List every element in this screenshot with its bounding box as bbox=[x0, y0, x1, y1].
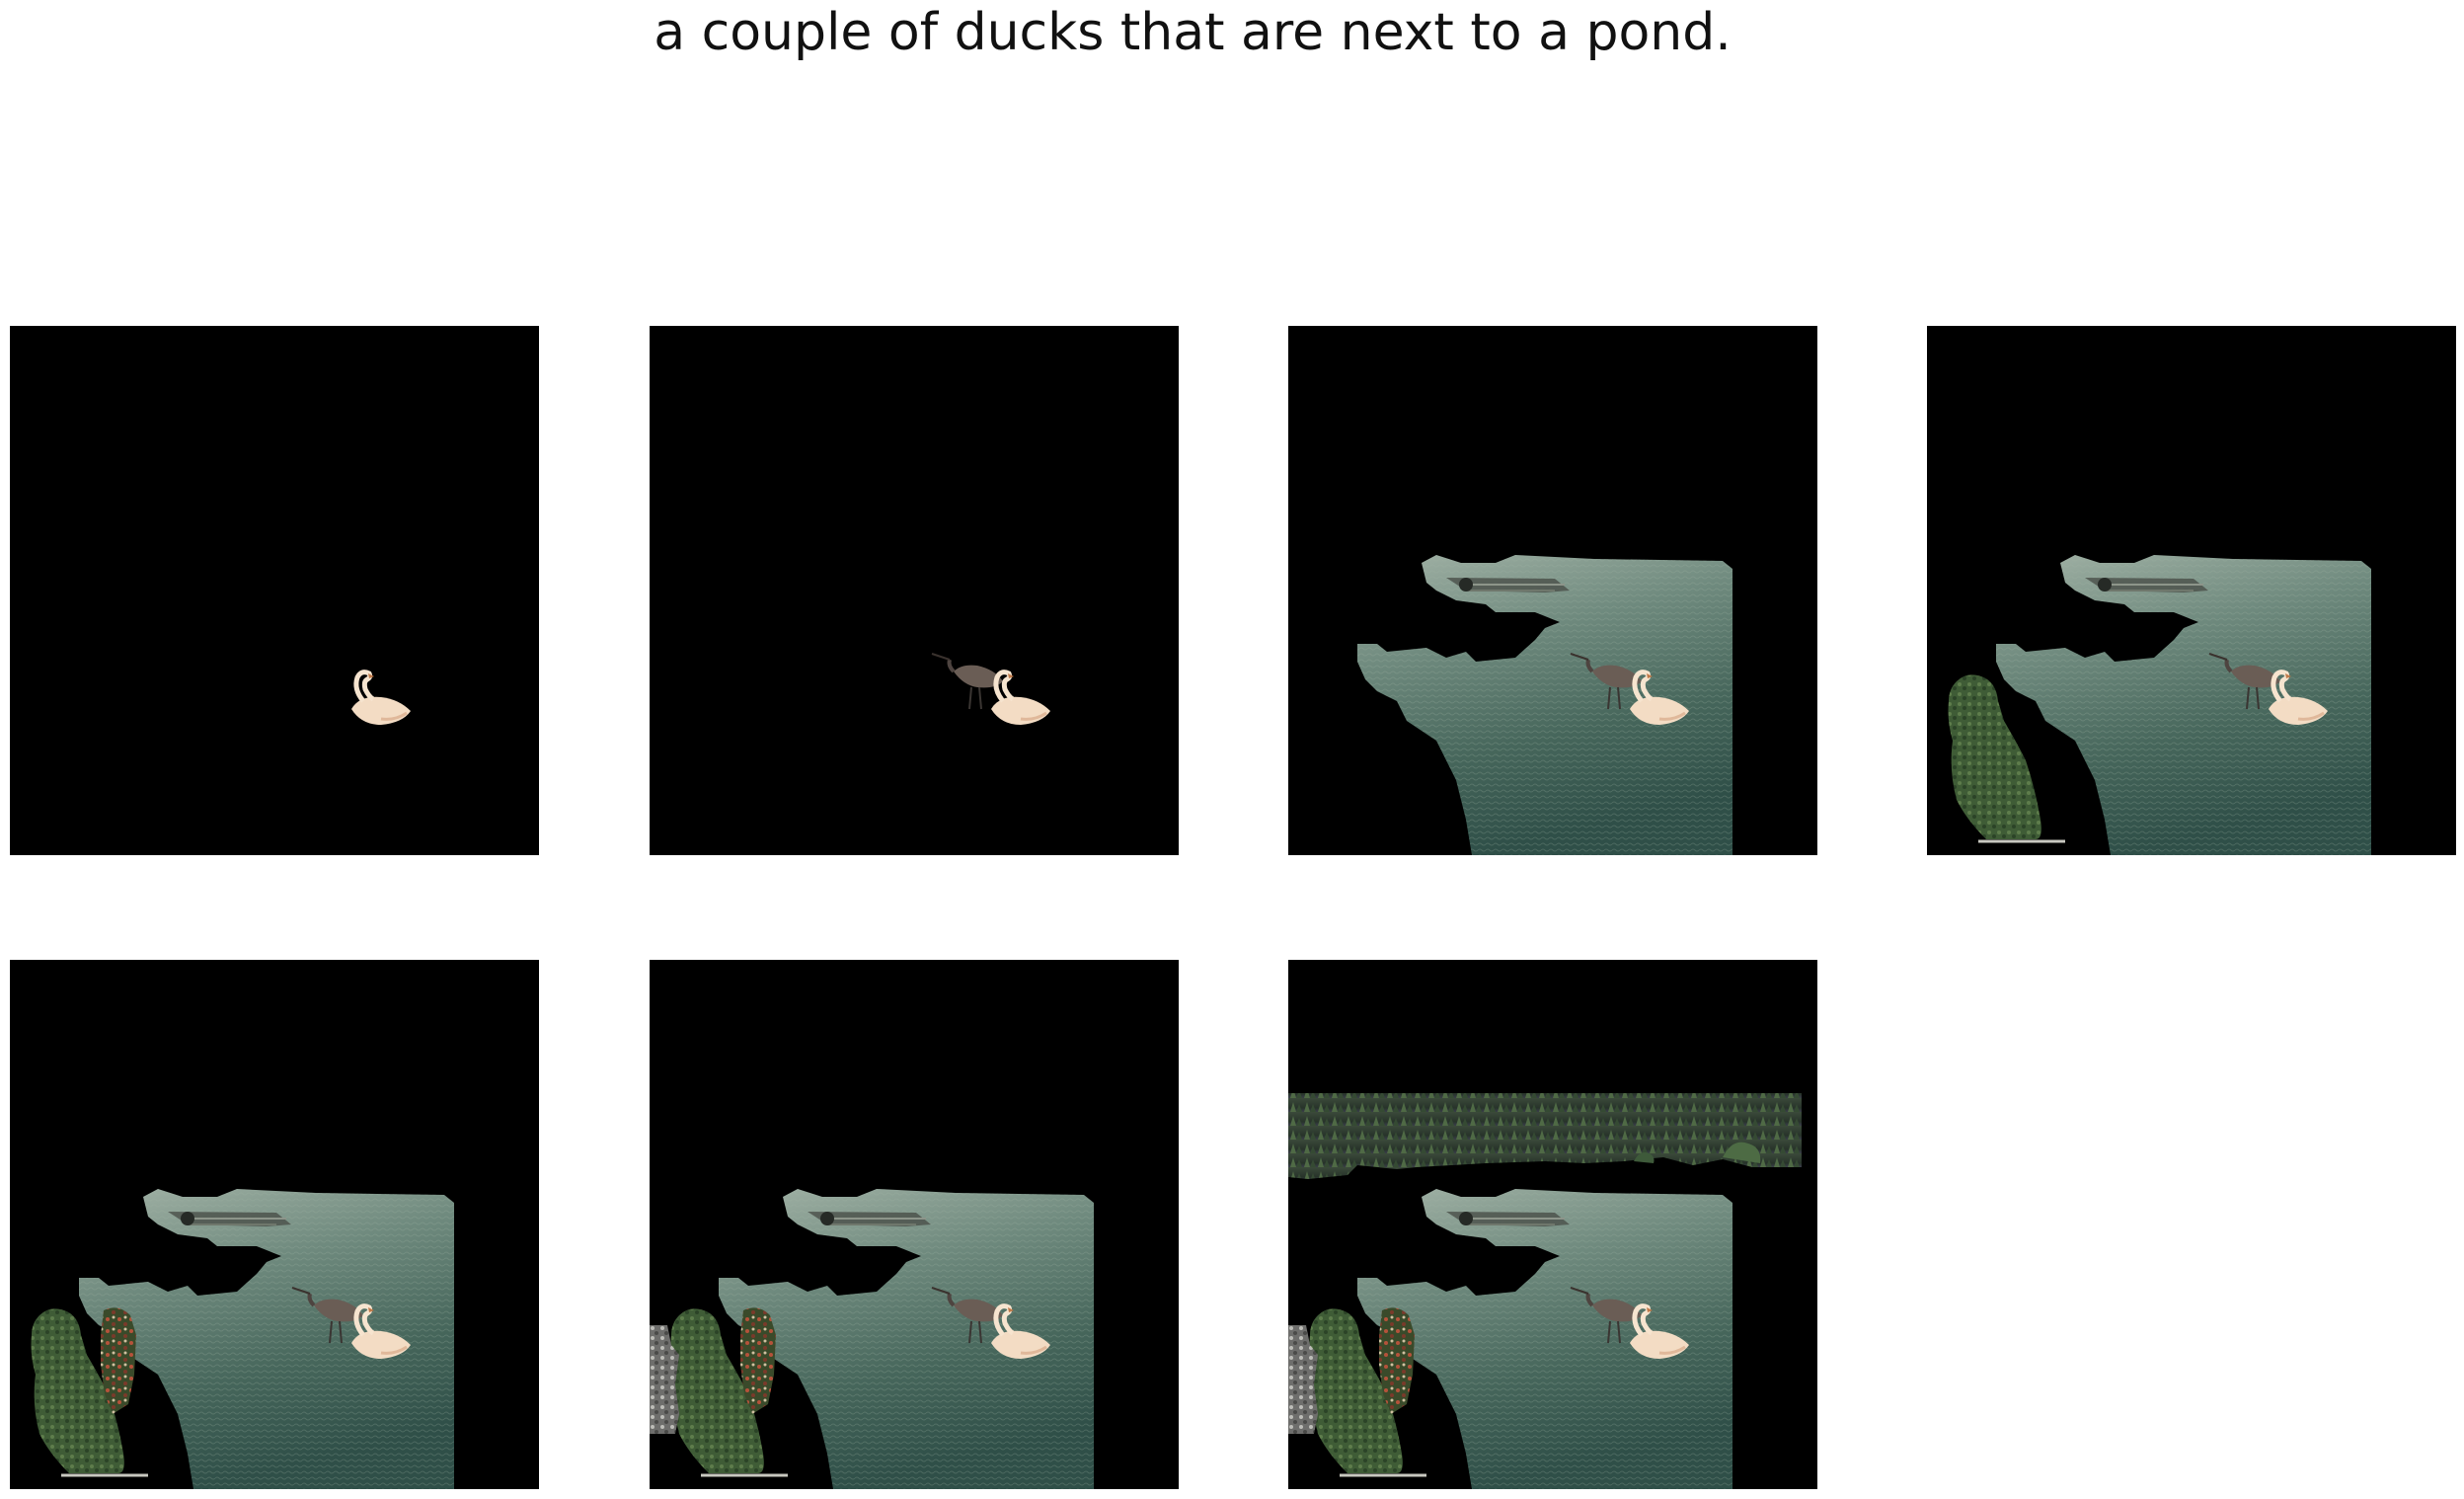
panel-6 bbox=[650, 960, 1179, 1489]
panel-3 bbox=[1288, 326, 1817, 855]
panel-4 bbox=[1927, 326, 2456, 855]
panel-1 bbox=[10, 326, 539, 855]
panel-1-image bbox=[10, 326, 539, 855]
panel-2 bbox=[650, 326, 1179, 855]
panel-5 bbox=[10, 960, 539, 1489]
panel-6-image bbox=[650, 1188, 1095, 1489]
panel-7 bbox=[1288, 960, 1817, 1489]
panel-5-image bbox=[30, 1188, 455, 1489]
heron-segment bbox=[930, 652, 1005, 711]
panel-3-image bbox=[1356, 554, 1733, 855]
swan-segment bbox=[351, 672, 411, 725]
panel-2-image bbox=[930, 652, 1179, 855]
panel-4-image bbox=[1947, 554, 2372, 855]
figure-caption: a couple of ducks that are next to a pon… bbox=[654, 3, 1732, 62]
panel-7-image bbox=[1288, 1093, 1802, 1489]
treeline-segment bbox=[1288, 1093, 1802, 1179]
